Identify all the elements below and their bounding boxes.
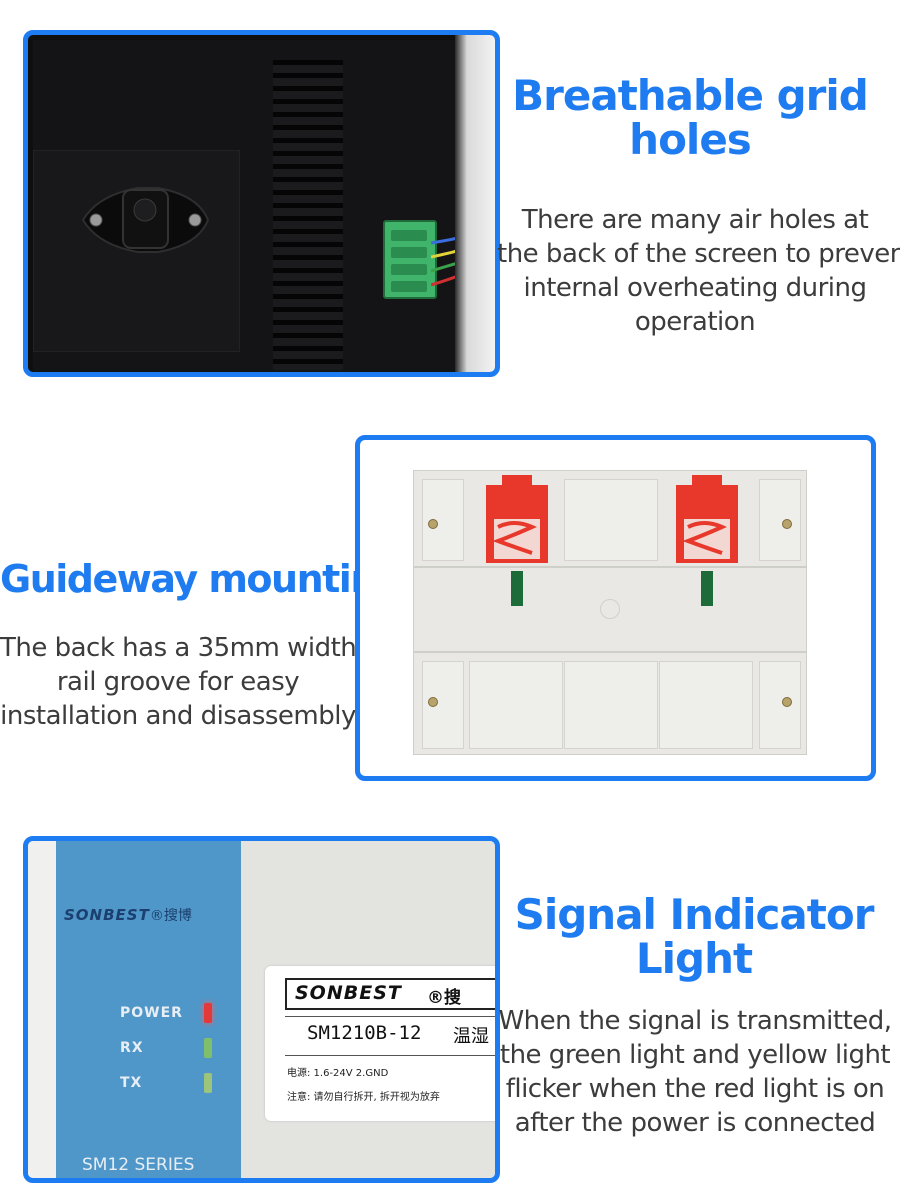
device-side-edge	[455, 35, 495, 372]
desc-line: flicker when the red light is on	[505, 1074, 885, 1104]
tx-led-icon	[204, 1073, 212, 1093]
section-desc-breathable: There are many air holes at the back of …	[497, 203, 900, 339]
desc-line: after the power is connected	[514, 1108, 876, 1138]
section-title-breathable: Breathable grid holes	[510, 74, 870, 162]
title-line: Breathable grid	[512, 71, 869, 120]
device-back-panel	[33, 40, 471, 372]
rail-clip-icon	[486, 475, 548, 563]
label-model-row: SM1210B-12 温湿	[285, 1016, 495, 1056]
label-model-cn: 温湿	[453, 1026, 489, 1047]
mounting-bracket-icon	[81, 187, 210, 253]
desc-line: The back has a 35mm width	[0, 633, 357, 663]
label-model: SM1210B-12	[307, 1022, 422, 1044]
indicator-light-photo: SONBEST®搜博 POWER RX TX SM12 SERIES SONBE…	[23, 836, 500, 1183]
section-desc-guideway: The back has a 35mm width rail groove fo…	[0, 631, 357, 733]
title-line: holes	[629, 115, 752, 164]
rail-housing	[413, 470, 807, 755]
product-label: SONBEST ®搜 SM1210B-12 温湿 电源: 1.6-24V 2.G…	[265, 966, 495, 1121]
rail-cell	[564, 479, 658, 561]
screw-icon	[428, 519, 438, 529]
lower-rail-section	[414, 651, 806, 756]
panel-brand: SONBEST®搜博	[64, 905, 192, 925]
rail-cell	[659, 661, 753, 749]
title-line: Light	[635, 934, 753, 983]
air-holes-photo	[23, 30, 500, 377]
label-spec: 电源: 1.6-24V 2.GND	[287, 1068, 389, 1079]
desc-line: internal overheating during	[523, 273, 868, 303]
blue-front-panel: SONBEST®搜博 POWER RX TX SM12 SERIES	[56, 841, 241, 1178]
rx-led-icon	[204, 1038, 212, 1058]
clip-stem	[511, 571, 523, 606]
rail-mount-photo	[355, 435, 876, 781]
desc-line: the green light and yellow light	[499, 1040, 891, 1070]
desc-line: There are many air holes at	[521, 205, 869, 235]
terminal-block	[383, 220, 437, 299]
label-warning: 注意: 请勿自行拆开, 拆开视为放弃	[287, 1092, 440, 1103]
led-label-rx: RX	[120, 1040, 144, 1056]
desc-line: rail groove for easy	[56, 667, 300, 697]
vent-slots	[273, 60, 343, 370]
rail-cell	[469, 661, 563, 749]
screw-icon	[782, 697, 792, 707]
title-line: Guideway mounting	[0, 557, 403, 601]
screw-icon	[782, 519, 792, 529]
section-title-signal: Signal Indicator Light	[510, 893, 878, 981]
brand-logo: SONBEST	[64, 906, 150, 924]
desc-line: operation	[634, 307, 756, 337]
section-title-guideway: Guideway mounting	[0, 557, 403, 601]
section-desc-signal: When the signal is transmitted, the gree…	[497, 1004, 893, 1140]
upper-rail-section	[414, 471, 806, 568]
desc-line: When the signal is transmitted,	[498, 1006, 892, 1036]
rail-cell	[564, 661, 658, 749]
screw-icon	[428, 697, 438, 707]
led-label-tx: TX	[120, 1075, 143, 1091]
power-led-icon	[204, 1003, 212, 1023]
brand-cn: ®搜博	[149, 908, 192, 924]
desc-line: installation and disassembly	[0, 701, 356, 731]
series-label: SM12 SERIES	[82, 1155, 195, 1175]
label-brand-cn: ®搜	[427, 988, 461, 1008]
rail-clip-icon	[676, 475, 738, 563]
clip-stem	[701, 571, 713, 606]
rail-cell	[759, 661, 801, 749]
title-line: Signal Indicator	[514, 890, 875, 939]
label-brand-logo: SONBEST	[295, 982, 402, 1004]
center-hole	[600, 599, 620, 619]
rail-cell	[759, 479, 801, 561]
desc-line: the back of the screen to prevent	[497, 239, 900, 269]
led-label-power: POWER	[120, 1005, 183, 1021]
label-brand-box: SONBEST ®搜	[285, 978, 495, 1010]
